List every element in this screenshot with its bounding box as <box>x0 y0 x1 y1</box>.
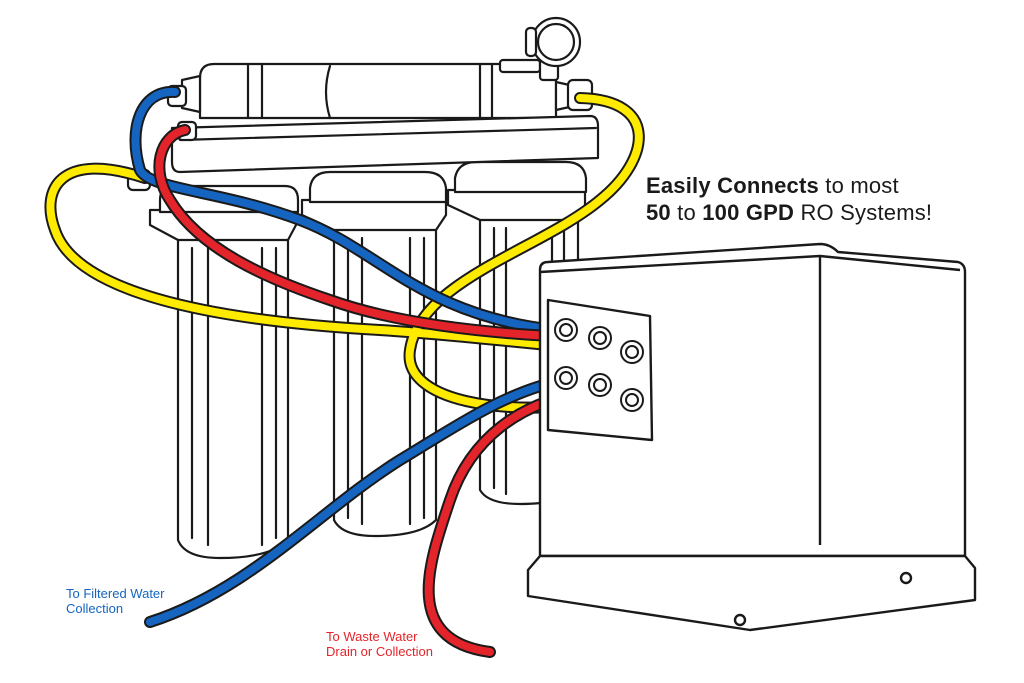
port-fitting <box>554 366 578 390</box>
filter-housing-left <box>148 184 300 560</box>
waste-water-line-2: Drain or Collection <box>326 644 433 659</box>
pump-ports <box>554 318 644 412</box>
headline-bold-1: Easily Connects <box>646 173 819 198</box>
headline: Easily Connects to most 50 to 100 GPD RO… <box>646 172 932 226</box>
waste-water-callout: To Waste Water Drain or Collection <box>326 629 433 659</box>
pressure-gauge-icon <box>524 16 582 82</box>
filtered-water-callout: To Filtered Water Collection <box>66 586 165 616</box>
headline-bold-2b: 100 GPD <box>702 200 795 225</box>
tube-network <box>44 86 645 658</box>
membrane-housing <box>180 58 576 120</box>
headline-text-2b: RO Systems! <box>794 200 933 225</box>
port-fitting <box>588 373 612 397</box>
filtered-water-line-2: Collection <box>66 601 124 616</box>
port-fitting <box>554 318 578 342</box>
port-fitting <box>620 340 644 364</box>
headline-text-2a: to <box>670 200 703 225</box>
mounting-bracket <box>170 114 600 174</box>
port-fitting <box>620 388 644 412</box>
port-fitting <box>588 326 612 350</box>
headline-line-2: 50 to 100 GPD RO Systems! <box>646 199 932 226</box>
waste-water-line-1: To Waste Water <box>326 629 418 644</box>
filtered-water-line-1: To Filtered Water <box>66 586 165 601</box>
pump-box-icon <box>526 242 977 632</box>
headline-text-1: to most <box>818 173 899 198</box>
headline-bold-2a: 50 <box>646 200 671 225</box>
headline-line-1: Easily Connects to most <box>646 172 932 199</box>
